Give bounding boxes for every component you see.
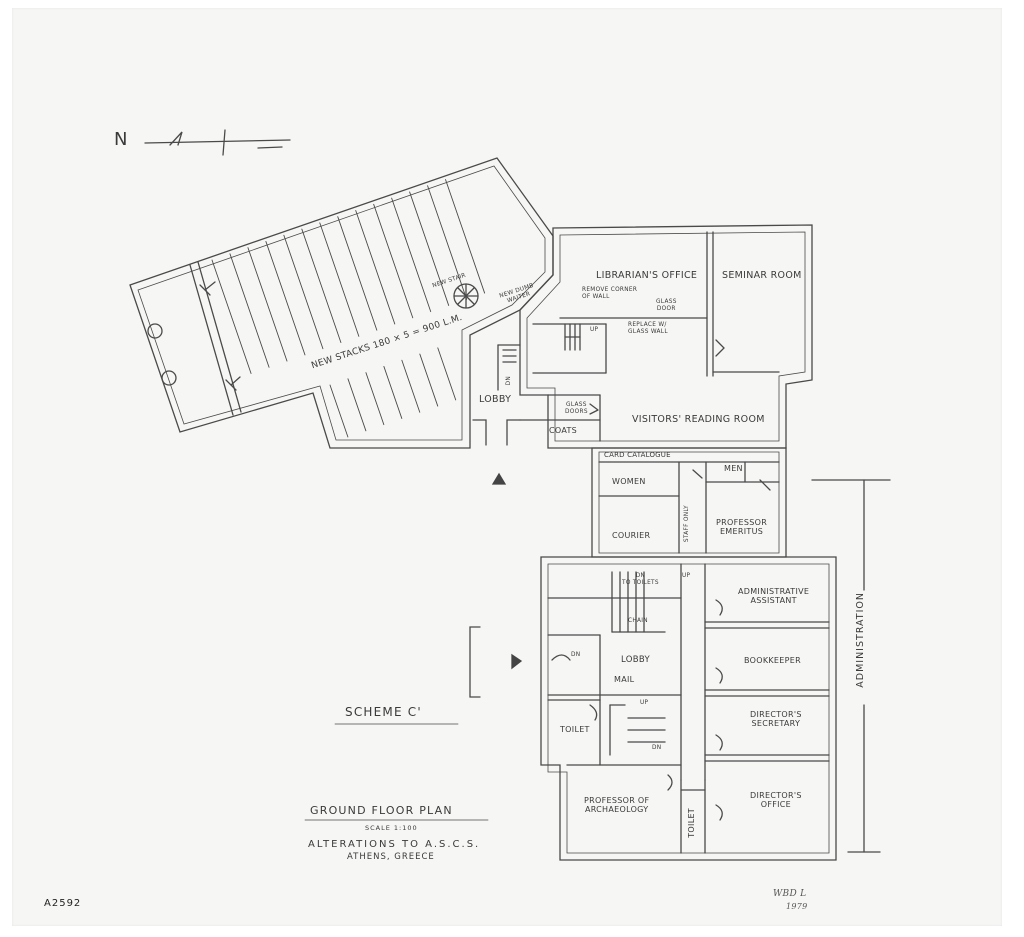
room-administrative-assistant: ADMINISTRATIVE ASSISTANT [738,587,809,605]
note-remove-corner-line-1: REMOVE CORNER [582,287,638,293]
room-women: WOMEN [612,477,646,486]
stack-shelf [445,179,486,294]
stack-shelf [373,203,414,319]
scheme-label: SCHEME C' [345,705,422,719]
note-remove-corner: REMOVE CORNER OF WALL [582,287,637,300]
stack-shelf [329,384,349,438]
drafter-initials: WBD L [773,889,807,899]
room-professor-of-archaeology-line-2: ARCHAEOLOGY [584,805,649,815]
room-directors-secretary-line-1: DIRECTOR'S [750,710,802,719]
stack-shelves [211,179,486,438]
stack-wing [129,157,554,449]
north-label: N [114,129,129,150]
stack-shelf [283,234,324,350]
entrance-arrow-west [511,653,523,670]
administration-wing [540,556,837,861]
note-up-lobby-stair: UP [640,700,649,706]
drawing-sheet [12,8,1002,926]
stack-shelf [437,347,457,401]
room-visitors-reading: VISITORS' READING ROOM [632,414,765,425]
room-administrative-assistant-line-1: ADMINISTRATIVE [738,587,810,596]
note-dn-lobby: DN [506,376,512,386]
room-mail: MAIL [614,675,635,684]
note-remove-corner-line-2: OF WALL [582,293,610,300]
note-chain: CHAIN [628,618,648,624]
entrance-arrow-north [491,472,507,485]
note-glass-doors-line-1: GLASS [566,402,587,408]
note-glass-doors-line-2: DOORS [565,408,588,415]
stack-shelf [211,259,252,374]
room-card-catalogue: CARD CATALOGUE [604,451,671,459]
room-professor-of-archaeology: PROFESSOR OF ARCHAEOLOGY [584,796,649,814]
stack-shelf [365,372,385,426]
room-toilet-west: TOILET [560,725,590,734]
room-directors-office: DIRECTOR'S OFFICE [750,791,802,809]
north-arrow-icon [144,129,291,156]
room-administrative-assistant-line-2: ASSISTANT [750,596,797,606]
note-dn-lobby-stair: DN [652,745,662,751]
room-directors-office-line-1: DIRECTOR'S [750,791,802,800]
administration-dimension [811,479,891,853]
stack-shelf [409,191,450,306]
note-dn-to-toilets: DN TO TOILETS [622,573,659,586]
room-directors-secretary-line-2: SECRETARY [751,719,801,729]
stack-shelf [319,222,360,337]
room-toilet-south: TOILET [687,808,696,838]
room-professor-emeritus-line-2: EMERITUS [719,527,764,537]
room-bookkeeper: BOOKKEEPER [744,656,801,665]
room-directors-secretary: DIRECTOR'S SECRETARY [750,710,802,728]
stack-shelf [419,353,439,407]
room-professor-emeritus: PROFESSOR EMERITUS [716,518,767,536]
stack-shelf [355,210,396,325]
sheet-id: A2592 [44,898,82,909]
drawing-title: GROUND FLOOR PLAN [310,804,453,817]
stack-shelf [347,378,367,432]
note-up-corridor: UP [682,573,691,579]
room-lobby-south: LOBBY [621,655,651,665]
room-seminar: SEMINAR ROOM [722,270,802,281]
stack-shelf [247,247,288,362]
note-up-librarian-stair: UP [590,327,599,333]
stack-shelf [427,185,468,300]
room-lobby-north: LOBBY [479,394,512,405]
note-replace-glass-wall-line-1: REPLACE W/ [628,322,667,328]
note-glass-door: GLASS DOOR [656,299,677,312]
stack-shelf [337,216,378,331]
drawing-year: 1979 [786,902,808,911]
entrance-bracket [469,626,481,698]
room-librarians-office: LIBRARIAN'S OFFICE [596,270,698,281]
stack-shelf [401,359,421,413]
note-dn-west: DN [571,652,581,658]
room-directors-office-line-2: OFFICE [760,800,792,810]
main-wing [472,224,813,449]
room-professor-of-archaeology-line-1: PROFESSOR OF [584,796,650,805]
room-professor-emeritus-line-1: PROFESSOR [716,518,768,527]
note-staff-only: STAFF ONLY [684,505,690,543]
drawing-project: ALTERATIONS TO A.S.C.S. [308,839,481,850]
stack-shelf [391,197,432,313]
note-replace-glass-wall-line-2: GLASS WALL [628,328,668,335]
room-courier: COURIER [612,531,651,540]
drawing-scale: SCALE 1:100 [365,824,418,832]
room-men: MEN [724,464,743,473]
note-glass-door-line-2: DOOR [656,305,676,312]
administration-label: ADMINISTRATION [855,592,866,688]
stack-shelf [229,253,270,368]
note-glass-doors: GLASS DOORS [565,402,588,415]
stack-shelf [265,240,306,356]
note-replace-glass-wall: REPLACE W/ GLASS WALL [628,322,668,335]
stack-shelf [383,365,403,419]
room-coats: COATS [549,426,578,435]
note-dn-to-toilets-line-2: TO TOILETS [622,579,659,586]
note-glass-door-line-1: GLASS [656,299,677,305]
note-dn-to-toilets-line-1: DN [635,573,646,579]
drawing-location: ATHENS, GREECE [347,852,435,862]
stack-shelf [301,228,342,343]
